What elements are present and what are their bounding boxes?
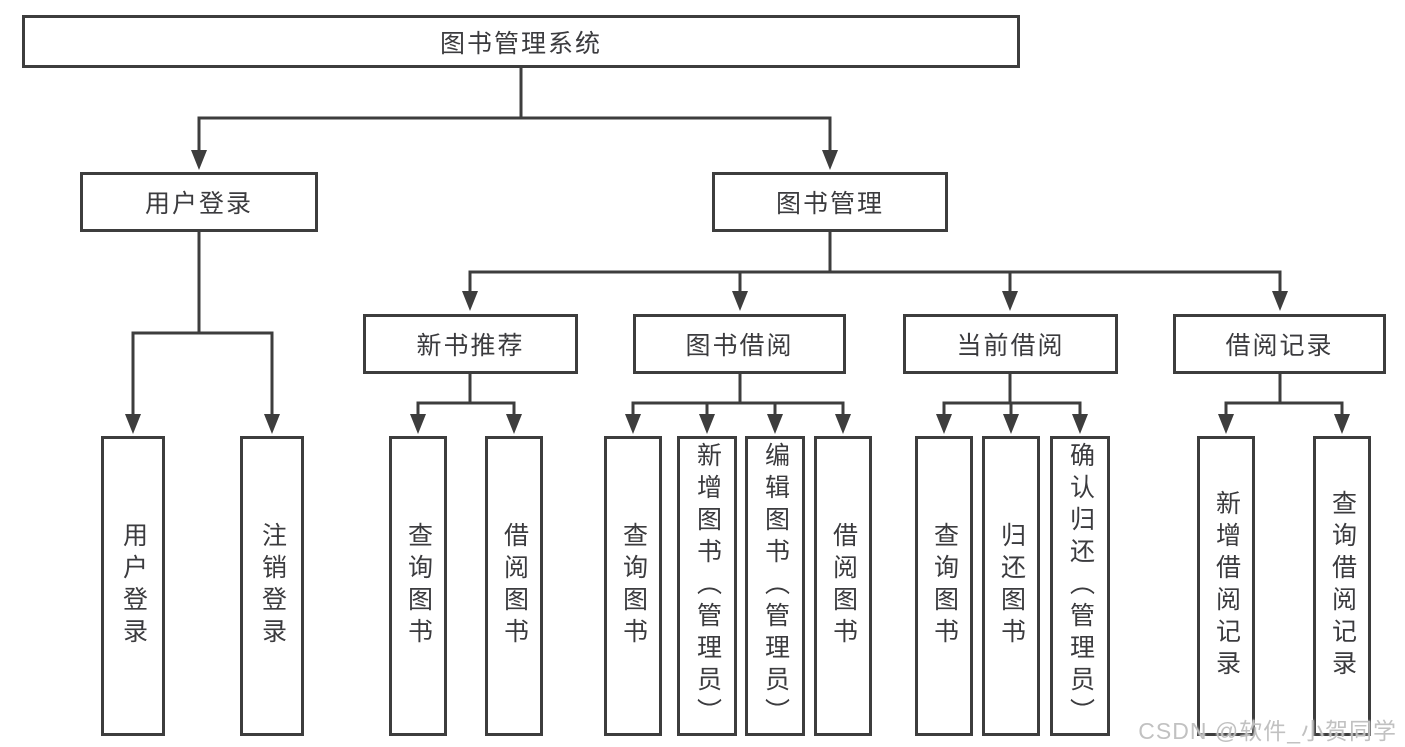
- leaf-borrow-books-recommend: 借阅图书: [485, 436, 543, 736]
- leaf-confirm-return-admin: 确认归还（管理员）: [1050, 436, 1110, 736]
- leaf-query-borrow-record: 查询借阅记录: [1313, 436, 1371, 736]
- leaf-query-books-current: 查询图书: [915, 436, 973, 736]
- node-library-management-system: 图书管理系统: [22, 15, 1020, 68]
- node-new-book-recommend: 新书推荐: [363, 314, 578, 374]
- node-borrowing-records: 借阅记录: [1173, 314, 1386, 374]
- node-book-borrowing: 图书借阅: [633, 314, 846, 374]
- leaf-return-books: 归还图书: [982, 436, 1040, 736]
- leaf-edit-books-admin: 编辑图书（管理员）: [745, 436, 805, 736]
- leaf-add-borrow-record: 新增借阅记录: [1197, 436, 1255, 736]
- leaf-user-login: 用户登录: [101, 436, 165, 736]
- leaf-query-books-recommend: 查询图书: [389, 436, 447, 736]
- node-book-management: 图书管理: [712, 172, 948, 232]
- leaf-logout: 注销登录: [240, 436, 304, 736]
- leaf-add-books-admin: 新增图书（管理员）: [677, 436, 737, 736]
- leaf-query-books-borrowing: 查询图书: [604, 436, 662, 736]
- csdn-watermark: CSDN @软件_小贺同学: [1138, 718, 1397, 744]
- node-current-borrowing: 当前借阅: [903, 314, 1118, 374]
- leaf-borrow-books: 借阅图书: [814, 436, 872, 736]
- node-user-login: 用户登录: [80, 172, 318, 232]
